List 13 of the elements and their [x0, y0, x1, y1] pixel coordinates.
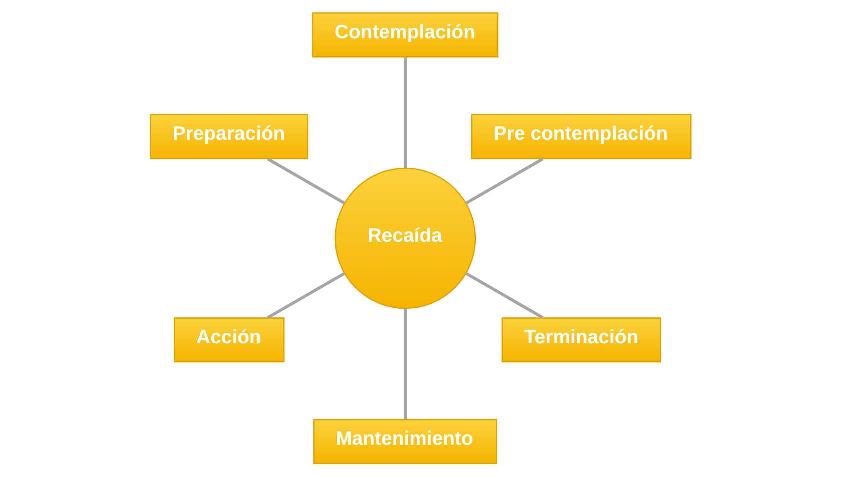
connector: [267, 158, 346, 205]
node-box: Pre contemplación: [471, 114, 692, 160]
node-box: Terminación: [502, 318, 662, 363]
connector: [466, 272, 544, 320]
node-box: Acción: [174, 318, 285, 363]
connector: [404, 309, 407, 420]
connector: [466, 158, 544, 205]
node-box: Preparación: [150, 114, 309, 160]
node-box: Mantenimiento: [314, 419, 498, 464]
connector: [267, 272, 346, 320]
node-circle: Recaída: [334, 168, 476, 310]
node-box: Contemplación: [312, 12, 499, 58]
connector: [404, 57, 407, 168]
